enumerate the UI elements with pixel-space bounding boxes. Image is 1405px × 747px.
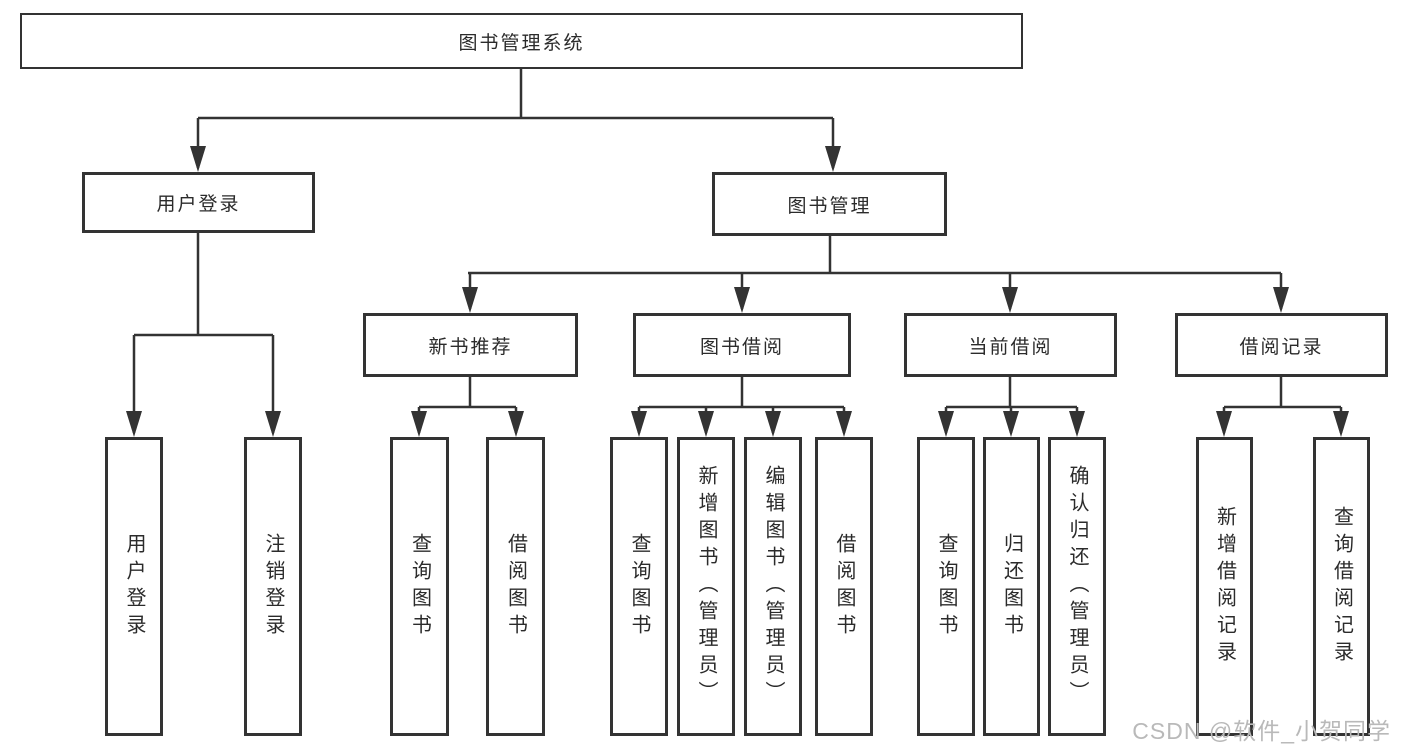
- node-borrow-books-leaf: 借阅图书: [815, 437, 873, 736]
- csdn-watermark: CSDN @软件_小贺同学: [1132, 718, 1391, 744]
- node-label: 确认归还（管理员）: [1066, 465, 1088, 708]
- node-borrow-records: 借阅记录: [1175, 313, 1388, 377]
- node-label: 图书管理系统: [458, 32, 585, 54]
- node-label: 新增借阅记录: [1213, 505, 1236, 668]
- node-add-borrow-record: 新增借阅记录: [1196, 437, 1253, 736]
- node-label: 借阅图书: [504, 532, 527, 641]
- node-add-book-admin: 新增图书（管理员）: [677, 437, 735, 736]
- node-book-borrow: 图书借阅: [633, 313, 851, 377]
- node-label: 归还图书: [1000, 532, 1023, 641]
- node-label: 查询图书: [628, 532, 650, 641]
- node-label: 当前借阅: [968, 336, 1053, 358]
- node-label: 借阅图书: [833, 532, 855, 641]
- node-query-books-borrow: 查询图书: [610, 437, 668, 736]
- node-library-management-system: 图书管理系统: [20, 13, 1023, 69]
- node-label: 查询借阅记录: [1330, 505, 1353, 668]
- node-borrow-books-recommend: 借阅图书: [486, 437, 545, 736]
- node-label: 注销登录: [262, 532, 284, 641]
- node-query-books-current: 查询图书: [917, 437, 975, 736]
- node-label: 借阅记录: [1239, 336, 1324, 358]
- node-label: 图书借阅: [699, 336, 784, 358]
- node-label: 用户登录: [156, 194, 241, 215]
- node-new-book-recommend: 新书推荐: [363, 313, 578, 377]
- tree-edges: [132, 69, 1343, 433]
- node-query-books-recommend: 查询图书: [390, 437, 449, 736]
- node-logout: 注销登录: [244, 437, 302, 736]
- arrowheads: [126, 146, 1349, 437]
- node-user-login: 用户登录: [82, 172, 315, 233]
- node-label: 图书管理: [787, 195, 872, 217]
- node-user-login-leaf: 用户登录: [105, 437, 163, 736]
- node-edit-book-admin: 编辑图书（管理员）: [744, 437, 802, 736]
- node-label: 用户登录: [123, 532, 145, 641]
- node-label: 查询图书: [408, 532, 431, 641]
- node-label: 编辑图书（管理员）: [762, 465, 784, 708]
- node-label: 查询图书: [935, 532, 957, 641]
- node-book-management: 图书管理: [712, 172, 947, 236]
- node-return-book: 归还图书: [983, 437, 1040, 736]
- node-query-borrow-record: 查询借阅记录: [1313, 437, 1370, 736]
- node-current-borrow: 当前借阅: [904, 313, 1117, 377]
- node-label: 新书推荐: [428, 336, 513, 358]
- node-label: 新增图书（管理员）: [695, 465, 717, 708]
- node-confirm-return-admin: 确认归还（管理员）: [1048, 437, 1106, 736]
